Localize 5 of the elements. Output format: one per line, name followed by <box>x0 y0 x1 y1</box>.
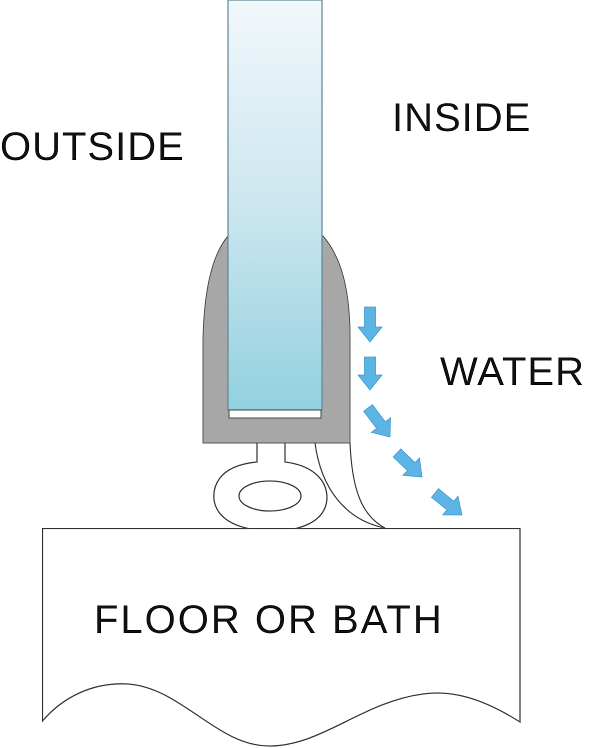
region-label: INSIDE <box>392 98 532 138</box>
floor-label: FLOOR OR BATH <box>94 600 444 640</box>
region-label: OUTSIDE <box>0 127 185 167</box>
floor-block <box>42 528 521 748</box>
water-label: WATER <box>440 352 585 392</box>
